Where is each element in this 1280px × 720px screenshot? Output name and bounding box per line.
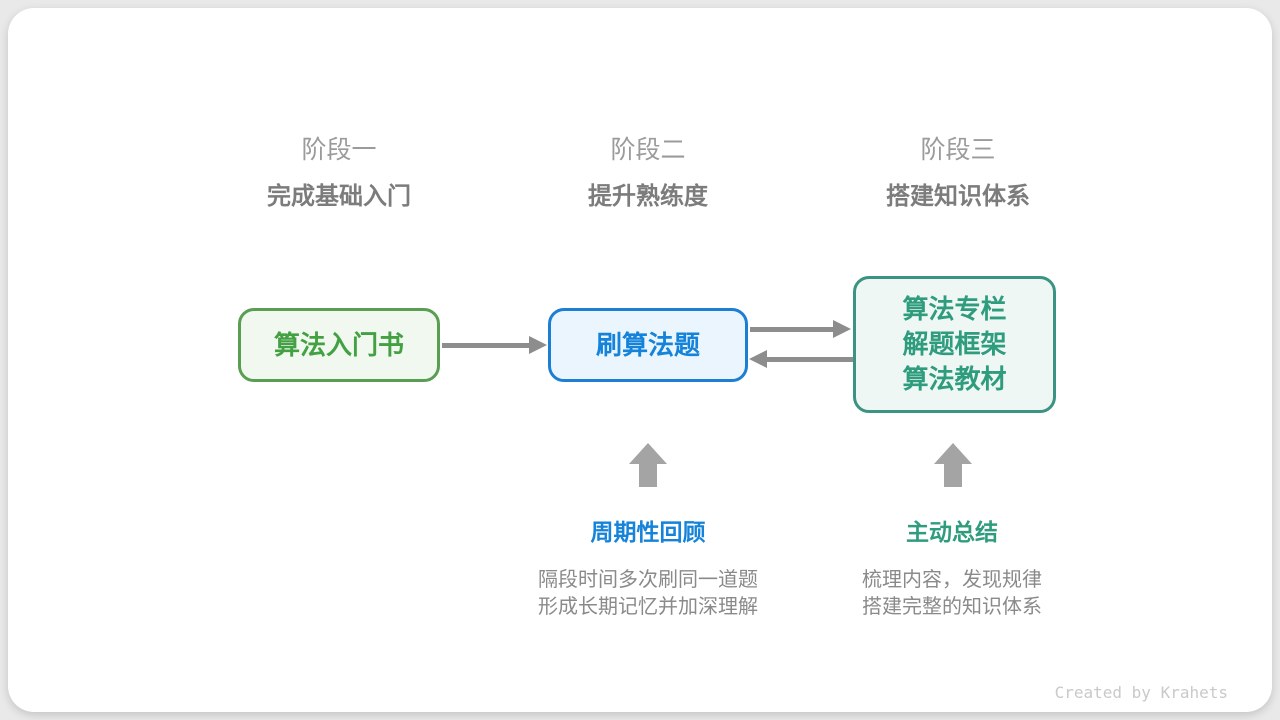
- stage-3-subtitle: 搭建知识体系: [886, 183, 1030, 210]
- stage-1-label: 阶段一: [301, 136, 377, 164]
- arrow-node2-to-node3: [750, 327, 834, 332]
- node-algorithm-intro-book: 算法入门书: [238, 308, 440, 382]
- stage-2-header: 阶段二 提升熟练度: [518, 136, 778, 210]
- node-knowledge-resources: 算法专栏 解题框架 算法教材: [853, 276, 1056, 413]
- stage-2-subtitle: 提升熟练度: [588, 183, 708, 210]
- arrowhead-right-icon: [529, 336, 547, 354]
- annotation-body: 梳理内容，发现规律 搭建完整的知识体系: [782, 567, 1122, 621]
- arrowhead-right-icon: [833, 320, 851, 338]
- up-arrow-stem: [639, 464, 657, 487]
- up-arrow-head: [629, 443, 667, 464]
- diagram-canvas: 阶段一 完成基础入门 阶段二 提升熟练度 阶段三 搭建知识体系 算法入门书 刷算…: [8, 8, 1272, 712]
- stage-1-subtitle: 完成基础入门: [267, 183, 411, 210]
- up-arrow-icon: [629, 443, 667, 487]
- stage-1-header: 阶段一 完成基础入门: [209, 136, 469, 210]
- node-label: 算法教材: [902, 364, 1007, 394]
- annotation-title: 周期性回顾: [590, 519, 706, 545]
- annotation-active-summary: 主动总结 梳理内容，发现规律 搭建完整的知识体系: [782, 518, 1122, 621]
- stage-3-header: 阶段三 搭建知识体系: [828, 136, 1088, 210]
- annotation-line: 隔段时间多次刷同一道题: [538, 569, 758, 591]
- node-label: 刷算法题: [595, 329, 700, 360]
- annotation-line: 梳理内容，发现规律: [862, 569, 1042, 591]
- up-arrow-stem: [944, 464, 962, 487]
- annotation-periodic-review: 周期性回顾 隔段时间多次刷同一道题 形成长期记忆并加深理解: [478, 518, 818, 621]
- node-label: 算法入门书: [273, 329, 404, 360]
- annotation-body: 隔段时间多次刷同一道题 形成长期记忆并加深理解: [478, 567, 818, 621]
- annotation-line: 形成长期记忆并加深理解: [538, 596, 758, 618]
- stage-2-label: 阶段二: [610, 136, 686, 164]
- stage-3-label: 阶段三: [920, 136, 996, 164]
- credit-text: Created by Krahets: [1054, 683, 1228, 702]
- annotation-title: 主动总结: [906, 519, 998, 545]
- up-arrow-head: [934, 443, 972, 464]
- arrow-node1-to-node2: [442, 343, 530, 348]
- node-practice-algorithm-problems: 刷算法题: [548, 308, 748, 382]
- arrowhead-left-icon: [749, 350, 767, 368]
- up-arrow-icon: [934, 443, 972, 487]
- node-label: 解题框架: [902, 329, 1007, 359]
- node-label: 算法专栏: [902, 294, 1007, 324]
- annotation-line: 搭建完整的知识体系: [862, 596, 1042, 618]
- arrow-node3-to-node2: [767, 357, 853, 362]
